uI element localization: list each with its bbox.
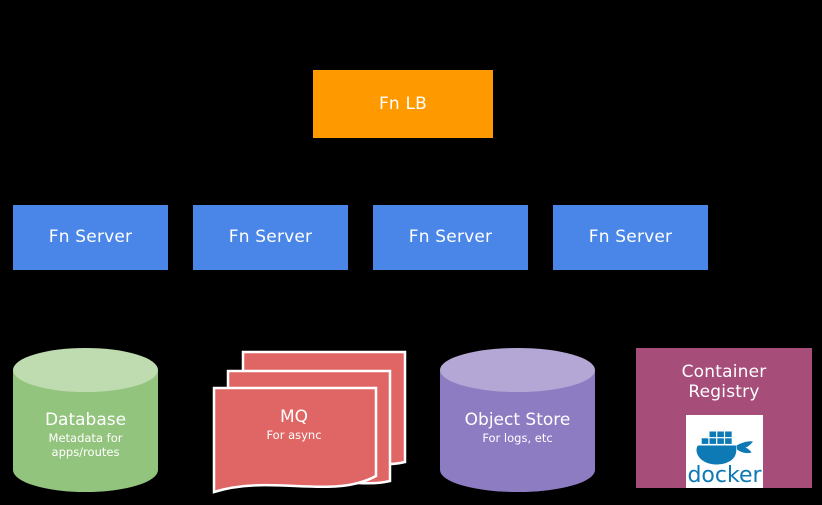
object-store-subtitle: For logs, etc [482, 431, 553, 445]
docker-whale-icon: docker [686, 415, 763, 488]
database-subtitle: Metadata for apps/routes [48, 431, 123, 460]
database-title: Database [44, 410, 127, 430]
database-node[interactable]: Database Metadata for apps/routes [13, 348, 158, 492]
fn-lb-node[interactable]: Fn LB [313, 70, 493, 138]
mq-node[interactable]: MQ For async [212, 350, 407, 495]
fn-server-node-3[interactable]: Fn Server [373, 205, 528, 270]
object-store-title: Object Store [464, 410, 571, 430]
object-store-label-group: Object Store For logs, etc [440, 410, 595, 445]
fn-server-label-3: Fn Server [408, 227, 493, 248]
database-cylinder-shape [13, 348, 158, 492]
database-label-group: Database Metadata for apps/routes [13, 410, 158, 460]
fn-server-node-1[interactable]: Fn Server [13, 205, 168, 270]
mq-subtitle: For async [266, 428, 322, 442]
fn-server-node-4[interactable]: Fn Server [553, 205, 708, 270]
fn-server-label-4: Fn Server [588, 227, 673, 248]
object-store-node[interactable]: Object Store For logs, etc [440, 348, 595, 492]
fn-server-label-2: Fn Server [228, 227, 313, 248]
docker-wordmark: docker [687, 463, 762, 488]
fn-lb-label: Fn LB [378, 93, 428, 114]
docker-logo: docker [686, 415, 763, 488]
fn-server-node-2[interactable]: Fn Server [193, 205, 348, 270]
fn-server-label-1: Fn Server [48, 227, 133, 248]
mq-label-group: MQ For async [212, 407, 376, 442]
mq-title: MQ [279, 407, 309, 427]
container-registry-title: Container Registry [681, 362, 767, 403]
mq-document-stack-shape [212, 350, 407, 494]
object-store-cylinder-shape [440, 348, 595, 492]
